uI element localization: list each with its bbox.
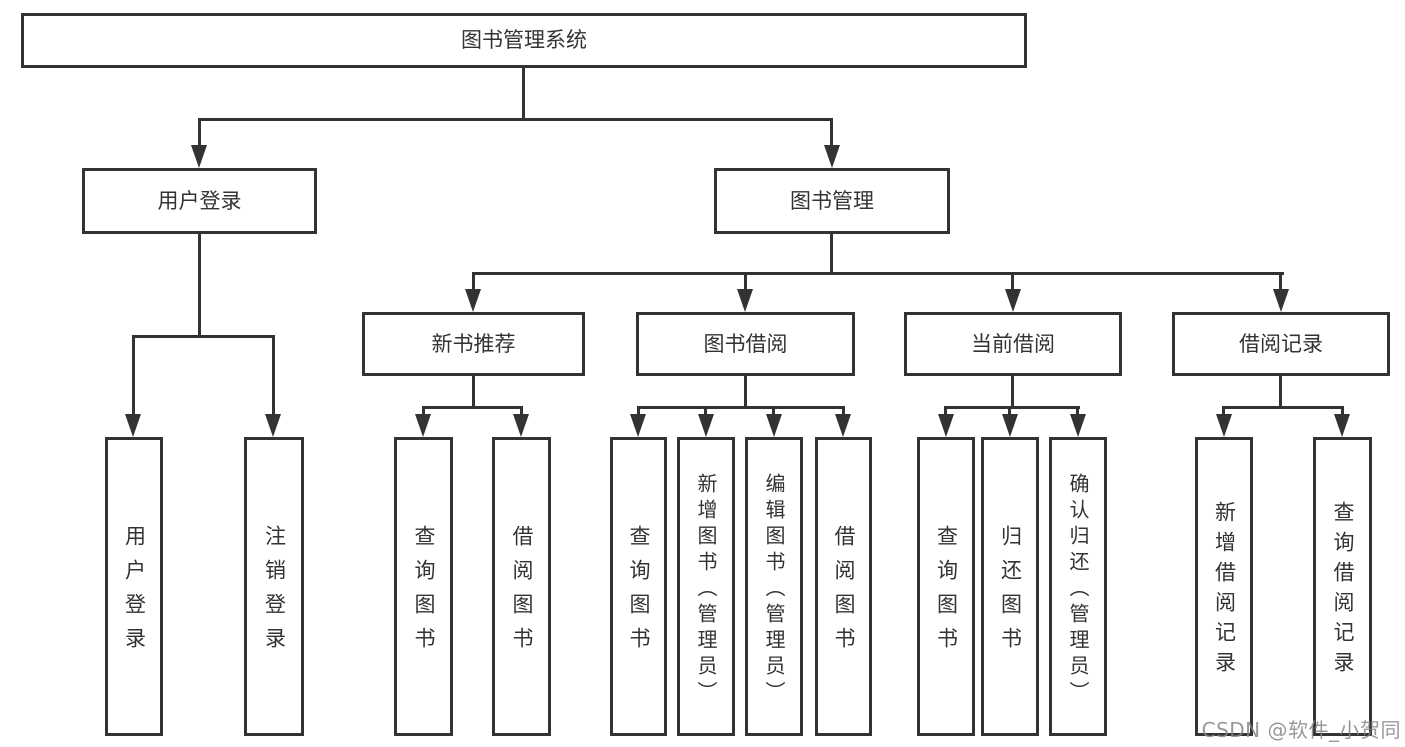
arrow-down-icon xyxy=(465,289,481,312)
arrow-down-icon xyxy=(125,414,141,437)
connector-bus xyxy=(422,406,523,409)
connector-stem xyxy=(830,234,833,275)
connector-stem xyxy=(830,118,833,150)
connector-stem xyxy=(472,376,475,409)
connector-bus xyxy=(132,335,275,338)
arrow-down-icon xyxy=(630,414,646,437)
leaf-query-books: 查询图书 xyxy=(610,437,667,736)
connector-stem xyxy=(272,335,275,417)
connector-stem xyxy=(472,272,475,292)
connector-stem xyxy=(637,406,640,418)
leaf-edit-books-admin: 编辑图书（管理员） xyxy=(745,437,803,736)
arrow-down-icon xyxy=(698,414,714,437)
node-book-management: 图书管理 xyxy=(714,168,950,234)
connector-stem xyxy=(132,335,135,417)
arrow-down-icon xyxy=(938,414,954,437)
leaf-add-books-admin: 新增图书（管理员） xyxy=(677,437,735,736)
connector-stem xyxy=(520,406,523,418)
arrow-down-icon xyxy=(1002,414,1018,437)
leaf-query-books: 查询图书 xyxy=(394,437,453,736)
connector-level3-bus xyxy=(472,272,1284,275)
connector-stem xyxy=(1222,406,1225,418)
arrow-down-icon xyxy=(191,145,207,168)
connector-level2-bus xyxy=(198,118,833,121)
leaf-borrow-books: 借阅图书 xyxy=(492,437,551,736)
leaf-user-login: 用户登录 xyxy=(105,437,163,736)
connector-stem xyxy=(1008,406,1011,418)
node-new-book-recommendation: 新书推荐 xyxy=(362,312,585,376)
node-borrowing-records: 借阅记录 xyxy=(1172,312,1390,376)
connector-bus xyxy=(944,406,1080,409)
leaf-add-borrow-record: 新增借阅记录 xyxy=(1195,437,1253,736)
arrow-down-icon xyxy=(1273,289,1289,312)
connector-root-stem xyxy=(522,68,525,121)
connector-stem xyxy=(1279,272,1282,292)
watermark: CSDN @软件_小贺同学 xyxy=(1201,718,1401,742)
connector-stem xyxy=(1011,376,1014,409)
connector-stem xyxy=(944,406,947,418)
arrow-down-icon xyxy=(766,414,782,437)
arrow-down-icon xyxy=(824,145,840,168)
connector-stem xyxy=(1341,406,1344,418)
leaf-borrow-books: 借阅图书 xyxy=(815,437,872,736)
arrow-down-icon xyxy=(1334,414,1350,437)
arrow-down-icon xyxy=(1216,414,1232,437)
leaf-query-borrow-record: 查询借阅记录 xyxy=(1313,437,1372,736)
connector-stem xyxy=(1076,406,1079,418)
connector-stem xyxy=(772,406,775,418)
arrow-down-icon xyxy=(513,414,529,437)
connector-stem xyxy=(198,118,201,150)
node-current-borrowing: 当前借阅 xyxy=(904,312,1122,376)
connector-stem xyxy=(198,234,201,338)
leaf-query-books: 查询图书 xyxy=(917,437,975,736)
leaf-logout: 注销登录 xyxy=(244,437,304,736)
leaf-return-books: 归还图书 xyxy=(981,437,1039,736)
arrow-down-icon xyxy=(415,414,431,437)
connector-stem xyxy=(1011,272,1014,292)
arrow-down-icon xyxy=(1005,289,1021,312)
connector-bus xyxy=(637,406,845,409)
connector-bus xyxy=(1222,406,1344,409)
node-library-management-system: 图书管理系统 xyxy=(21,13,1027,68)
connector-stem xyxy=(1279,376,1282,409)
node-user-login: 用户登录 xyxy=(82,168,317,234)
node-book-borrowing: 图书借阅 xyxy=(636,312,855,376)
connector-stem xyxy=(744,272,747,292)
arrow-down-icon xyxy=(737,289,753,312)
arrow-down-icon xyxy=(265,414,281,437)
connector-stem xyxy=(842,406,845,418)
connector-stem xyxy=(704,406,707,418)
connector-stem xyxy=(422,406,425,418)
arrow-down-icon xyxy=(1070,414,1086,437)
arrow-down-icon xyxy=(835,414,851,437)
leaf-confirm-return-admin: 确认归还（管理员） xyxy=(1049,437,1107,736)
connector-stem xyxy=(744,376,747,409)
